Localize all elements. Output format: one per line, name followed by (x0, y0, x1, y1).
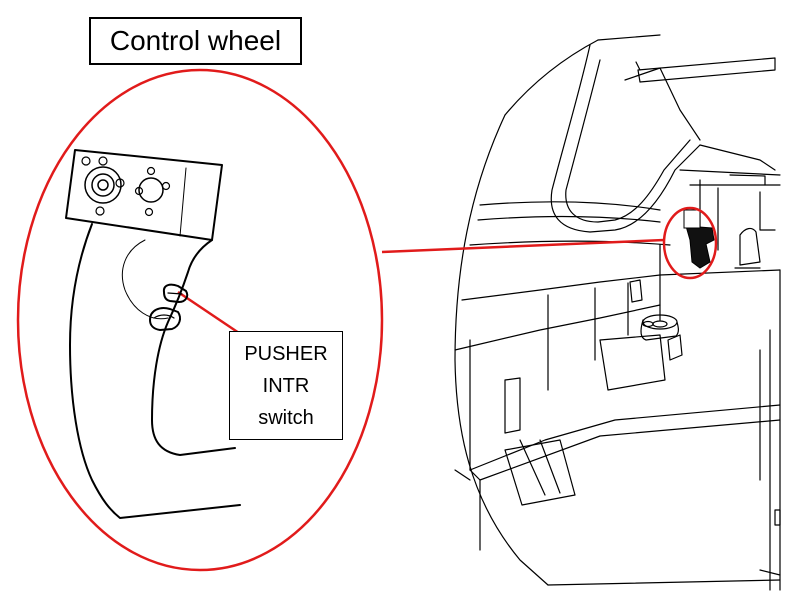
callout-line-3: switch (258, 406, 314, 429)
connector-line (381, 238, 665, 254)
cockpit-drawing (454, 34, 781, 591)
cockpit-control-column (683, 209, 715, 269)
control-wheel-detail (65, 149, 241, 519)
highlight-overlay (16, 68, 718, 572)
callout-line-2: INTR (262, 374, 310, 397)
pusher-intr-switch-callout: PUSHER INTR switch (229, 331, 343, 440)
callout-leader-line (177, 290, 240, 335)
zoom-circle-large (16, 68, 384, 572)
callout-line-1: PUSHER (244, 342, 328, 365)
zoom-circle-small (662, 206, 718, 280)
control-wheel-title: Control wheel (89, 17, 302, 65)
